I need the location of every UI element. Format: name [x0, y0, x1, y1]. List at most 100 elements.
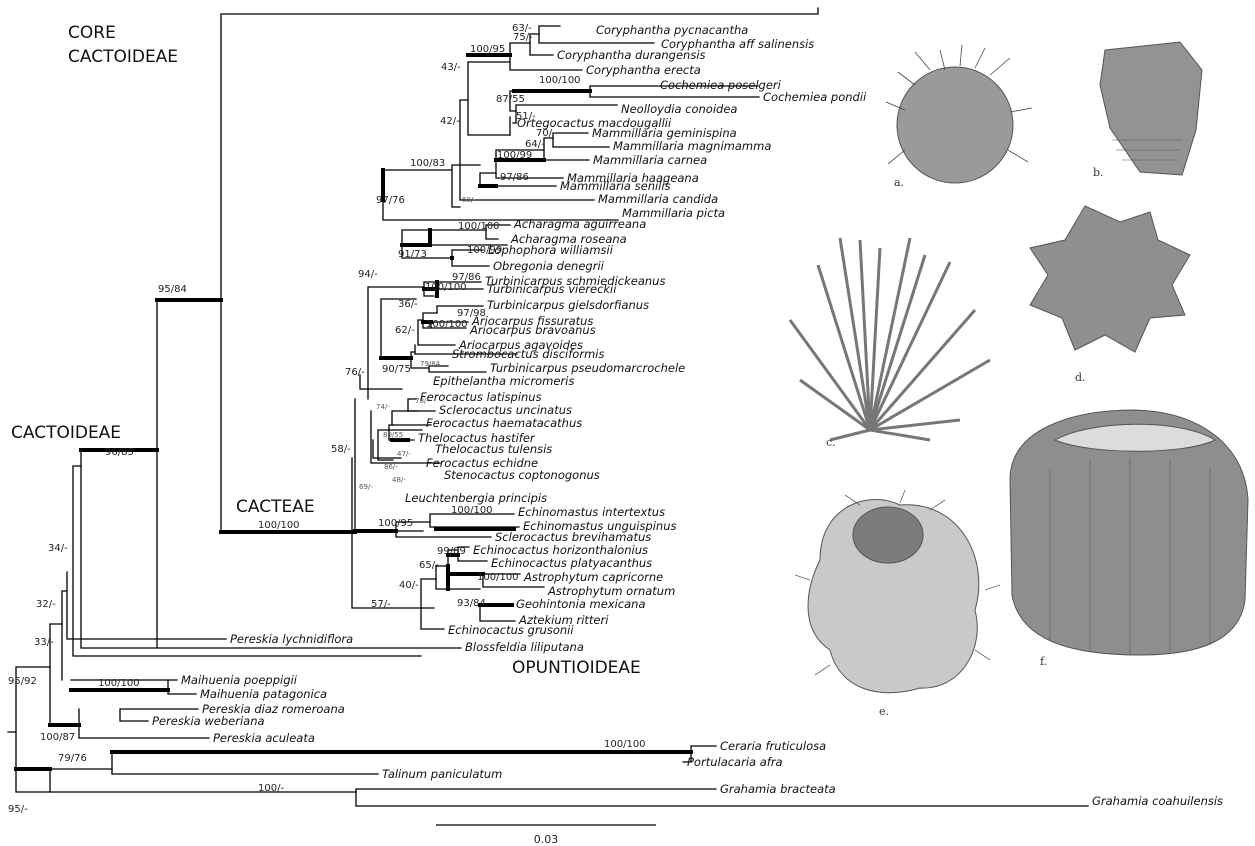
- support-value: 90/75: [382, 364, 411, 375]
- cactus-illustrations: a. b. c. d.: [790, 42, 1248, 718]
- support-value: 100/99: [467, 245, 502, 256]
- taxon-label: Mammillaria magnimamma: [613, 139, 771, 153]
- illustration-label-e: e.: [879, 705, 889, 718]
- taxon-label: Maihuenia poeppigii: [181, 673, 298, 687]
- taxon-label: Mammillaria carnea: [593, 153, 707, 167]
- taxon-label: Pereskia aculeata: [213, 731, 315, 745]
- taxon-label: Geohintonia mexicana: [516, 597, 646, 611]
- support-value: 93/84: [457, 598, 486, 609]
- taxon-label: Mammillaria geminispina: [592, 126, 737, 140]
- support-value: 40/-: [399, 580, 419, 591]
- support-value: 100/-: [258, 783, 284, 794]
- support-value: 95/84: [158, 284, 187, 295]
- taxon-label: Cochemiea pondii: [763, 90, 867, 104]
- support-value: 79/76: [58, 753, 87, 764]
- taxon-label: Echinocactus platyacanthus: [491, 556, 652, 570]
- taxon-label: Epithelantha micromeris: [433, 374, 574, 388]
- taxon-label: Portulacaria afra: [687, 755, 783, 769]
- taxon-labels: Coryphantha pycnacantha Coryphantha aff …: [152, 23, 1223, 808]
- support-value: 99/89: [437, 546, 466, 557]
- illustration-label-f: f.: [1040, 655, 1047, 668]
- taxon-label: Ferocactus haematacathus: [426, 416, 582, 430]
- support-value: 97/98: [457, 308, 486, 319]
- taxon-label: Lophophora williamsii: [488, 243, 614, 257]
- support-value: 95/92: [8, 676, 37, 687]
- clade-label-core-1: CORE: [68, 23, 116, 43]
- illustration-a: a.: [886, 45, 1032, 189]
- taxon-label: Pereskia weberiana: [152, 714, 265, 728]
- support-value: 60/-: [462, 196, 476, 204]
- taxon-label: Mammillaria candida: [598, 192, 718, 206]
- support-value: 80/55: [383, 431, 403, 439]
- support-value: 100/95: [378, 518, 413, 529]
- support-value: 70/-: [536, 128, 556, 139]
- support-value: 100/100: [604, 739, 646, 750]
- taxon-label: Echinocactus horizonthalonius: [473, 543, 648, 557]
- support-value: 91/73: [398, 249, 427, 260]
- support-value: 43/-: [441, 62, 461, 73]
- illustration-label-c: c.: [826, 436, 836, 449]
- support-value: 36/-: [398, 299, 418, 310]
- support-value: 65/-: [419, 560, 439, 571]
- support-value: 87/55: [496, 94, 525, 105]
- scale-bar-label: 0.03: [534, 833, 559, 846]
- support-value: 76/-: [345, 367, 365, 378]
- support-value: 100/100: [426, 319, 468, 330]
- taxon-label: Acharagma aguirreana: [513, 217, 646, 231]
- taxon-label: Turbinicarpus gielsdorfianus: [487, 298, 649, 312]
- support-value: 51/-: [516, 111, 536, 122]
- taxon-label: Grahamia coahuilensis: [1092, 794, 1223, 808]
- support-value: 75/-: [513, 32, 533, 43]
- taxon-label: Ceraria fruticulosa: [720, 739, 826, 753]
- support-value: 74/-: [376, 403, 390, 411]
- taxon-label: Ferocactus latispinus: [420, 390, 542, 404]
- support-value: 58/-: [331, 444, 351, 455]
- support-value: 48/-: [392, 476, 406, 484]
- clade-label-cacteae: CACTEAE: [236, 497, 315, 517]
- taxon-label: Turbinicarpus pseudomarcrochele: [490, 361, 685, 375]
- clade-label-opuntioideae: OPUNTIOIDEAE: [512, 658, 641, 678]
- taxon-label: Blossfeldia liliputana: [465, 640, 584, 654]
- taxon-label: Strombocactus disciformis: [452, 347, 604, 361]
- taxon-label: Astrophytum ornatum: [547, 584, 675, 598]
- taxon-label: Obregonia denegrii: [493, 259, 605, 273]
- taxon-label: Thelocactus tulensis: [435, 442, 552, 456]
- support-value: 100/100: [425, 282, 467, 293]
- support-value: 32/-: [36, 599, 56, 610]
- taxon-label: Stenocactus coptonogonus: [444, 468, 600, 482]
- illustration-c: c.: [790, 238, 990, 449]
- illustration-label-b: b.: [1093, 166, 1104, 179]
- illustration-f: f.: [1010, 410, 1248, 668]
- support-value: 100/87: [40, 732, 75, 743]
- support-value: 42/-: [440, 116, 460, 127]
- taxon-label: Turbinicarpus viereckii: [487, 282, 617, 296]
- support-value: 100/99: [497, 150, 532, 161]
- support-value: 100/100: [458, 221, 500, 232]
- support-value: 69/-: [359, 483, 373, 491]
- taxon-label: Coryphantha erecta: [586, 63, 701, 77]
- taxon-label: Coryphantha pycnacantha: [596, 23, 748, 37]
- illustration-label-d: d.: [1075, 371, 1086, 384]
- taxon-label: Maihuenia patagonica: [200, 687, 327, 701]
- support-value: 96/85: [105, 447, 134, 458]
- support-value: 86/-: [384, 463, 398, 471]
- support-value: 33/-: [34, 637, 54, 648]
- illustration-e: e.: [795, 490, 1000, 718]
- illustration-b: b.: [1093, 42, 1202, 179]
- taxon-label: Echinomastus intertextus: [518, 505, 665, 519]
- support-value: 64/-: [525, 139, 545, 150]
- support-value: 94/-: [358, 269, 378, 280]
- support-value: 97/86: [500, 172, 529, 183]
- support-value: 34/-: [48, 543, 68, 554]
- taxon-label: Leuchtenbergia principis: [405, 491, 547, 505]
- clade-label-core-2: CACTOIDEAE: [68, 47, 178, 67]
- taxon-label: Ariocarpus bravoanus: [469, 323, 596, 337]
- taxon-label: Grahamia bracteata: [720, 782, 836, 796]
- taxon-label: Sclerocactus brevihamatus: [495, 530, 651, 544]
- taxon-label: Mammillaria senilis: [560, 179, 671, 193]
- taxon-label: Coryphantha durangensis: [557, 48, 706, 62]
- illustration-d: d.: [1030, 206, 1190, 384]
- taxon-label: Talinum paniculatum: [382, 767, 502, 781]
- support-value: 95/-: [8, 804, 28, 815]
